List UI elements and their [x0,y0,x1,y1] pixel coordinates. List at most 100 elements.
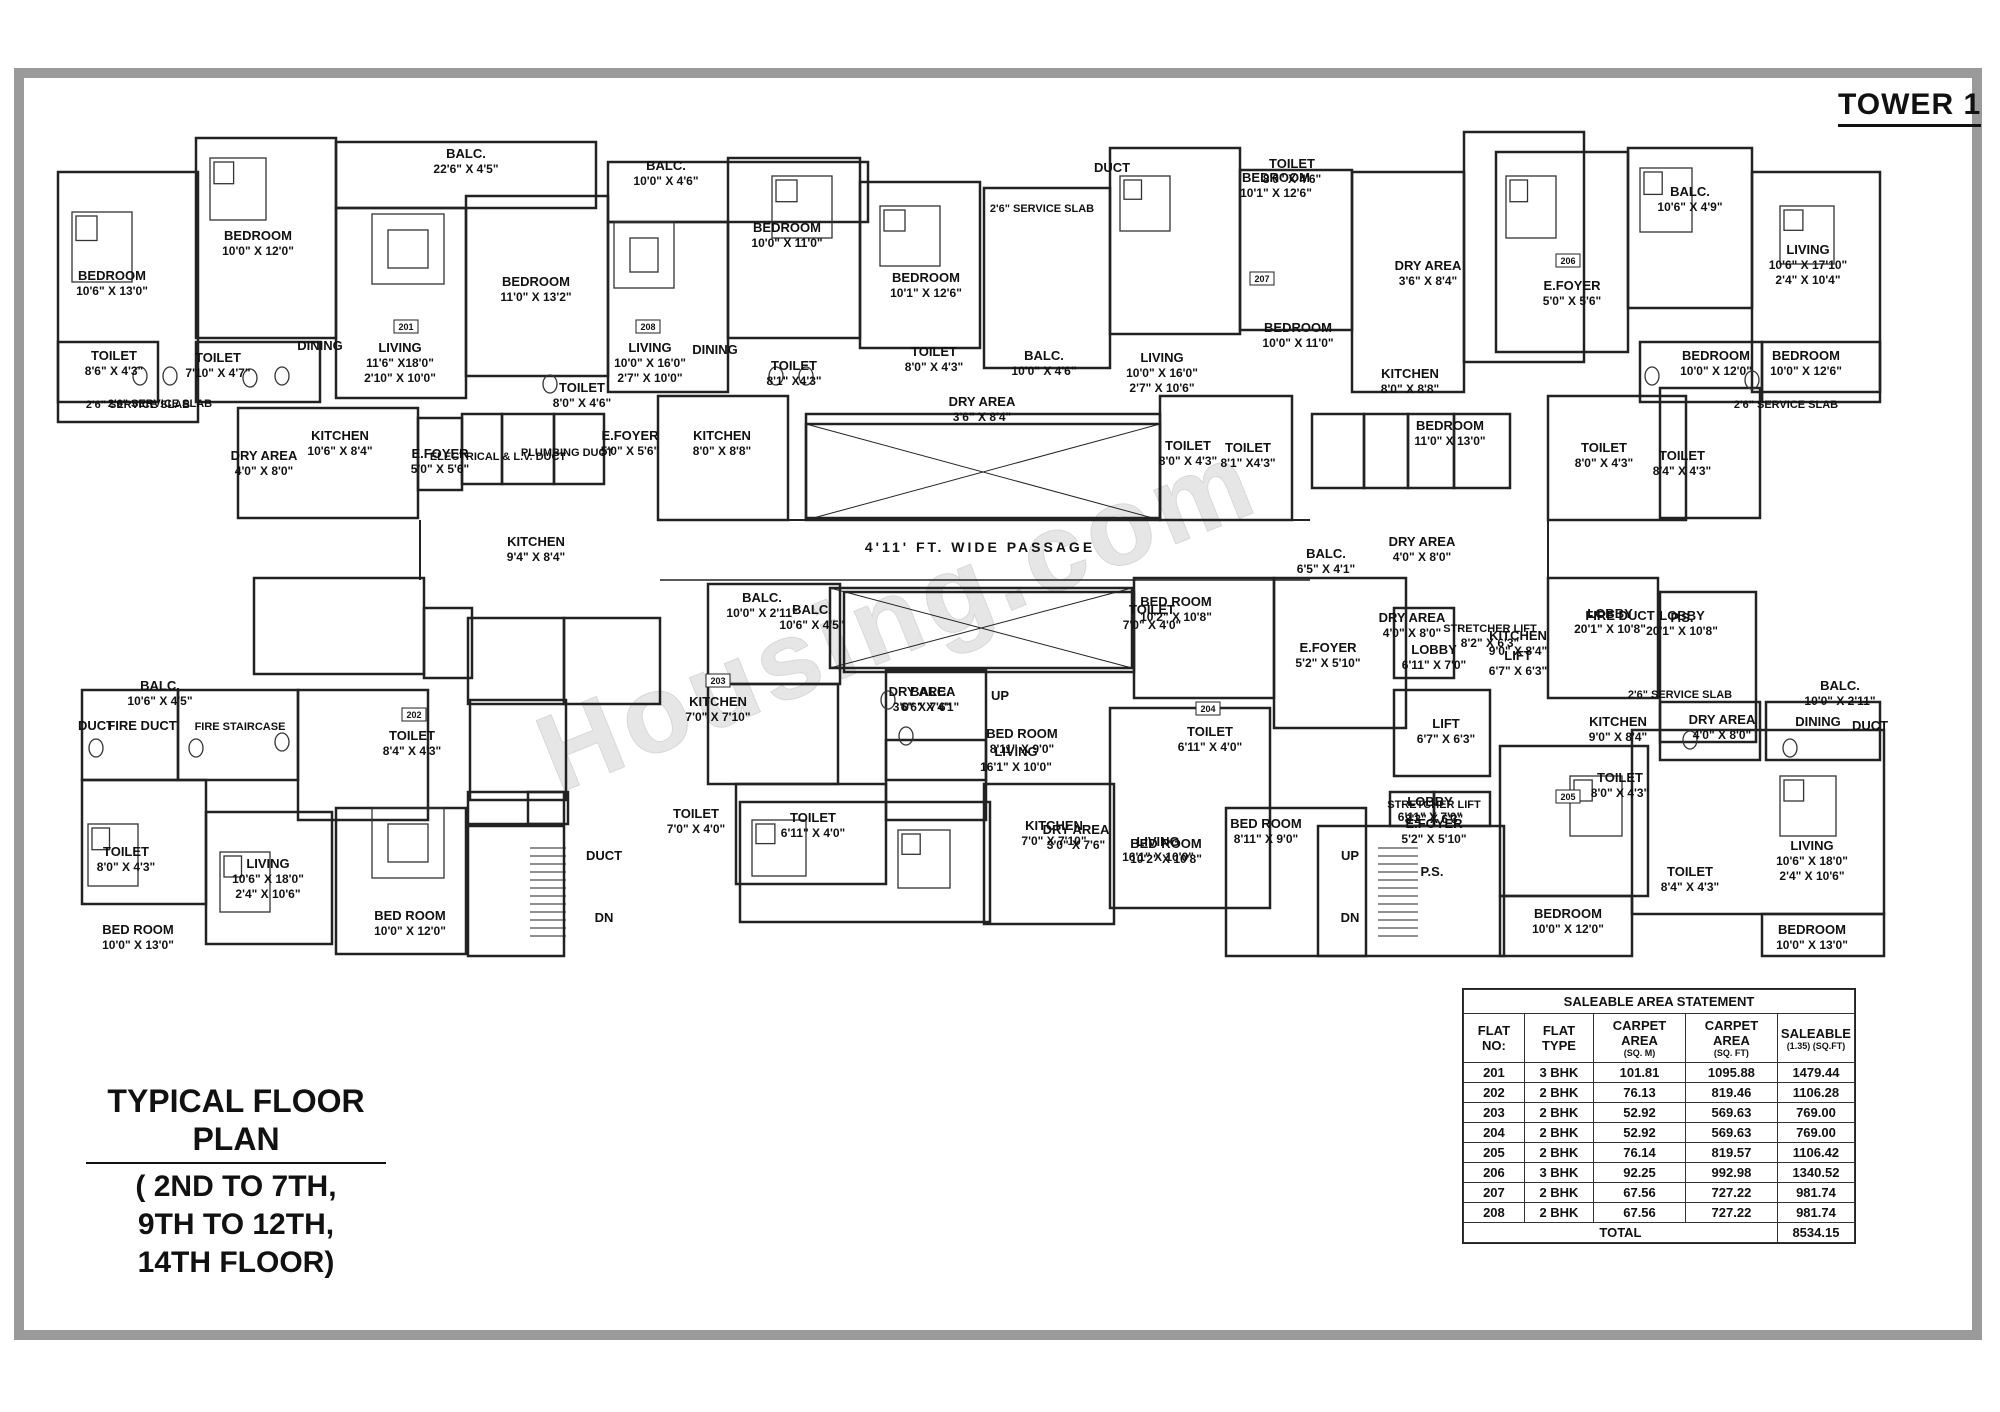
room-name: DRY AREA [1395,258,1462,273]
room-name: TOILET [1187,724,1233,739]
pillow-icon [1783,779,1805,802]
room-dimension: 10'0" X 12'6" [1770,364,1842,378]
tower-label: TOWER 1 [1838,88,1982,127]
room-dimension: 6'7" X 6'3" [1489,664,1547,678]
bed-icon [71,211,133,283]
wall [1630,728,1886,916]
room-dimension: 10'6" X 13'0" [76,284,148,298]
wall [194,340,322,404]
room-dimension: 22'6" X 4'5" [433,162,498,176]
room-dimension: 5'2" X 5'10" [1295,656,1360,670]
room-label: BALC.10'0" X 2'11" [726,590,797,620]
wall [1638,340,1764,404]
table-cell: 2 BHK [1523,1182,1595,1203]
room-dimension: 8'1" X4'3" [766,374,821,388]
table-cell: 3 BHK [1523,1062,1595,1083]
wall [1546,394,1688,522]
table-cell: 727.22 [1684,1202,1778,1223]
room-dimension: 5'2" X 5'10" [1401,832,1466,846]
floor-plan-title: TYPICAL FLOOR PLAN ( 2ND TO 7TH, 9TH TO … [86,1082,386,1282]
wall [982,782,1116,926]
room-dimension: 5'0" X 5'6" [1543,294,1601,308]
room-name: LOBBY [1587,606,1633,621]
table-cell: 727.22 [1684,1182,1778,1203]
room-name: LIFT [1504,648,1531,663]
room-name: TOILET [1581,440,1627,455]
room-name: TOILET [771,358,817,373]
table-total-row: TOTAL 8534.15 [1463,1222,1856,1243]
sofa-icon [371,807,445,879]
room-dimension: 8'0" X 4'3" [97,860,155,874]
room-name: KITCHEN [1489,628,1547,643]
total-value: 8534.15 [1776,1222,1856,1243]
room-name: TOILET [1129,602,1175,617]
room-dimension: 9'0" X 8'4" [1489,644,1547,658]
room-label: FIRE DUCT [1585,608,1654,623]
room-name: BEDROOM [1772,348,1840,363]
pillow-icon [1509,179,1529,203]
room-dimension: 10'0" X 12'0" [1680,364,1752,378]
room-dimension: 3'6" X 8'4" [1399,274,1457,288]
flat-number-box [705,673,731,688]
wall [56,340,160,404]
room-label: 2'6" SERVICE SLAB [1628,689,1732,701]
room-name: DN [595,910,614,925]
toilet-icon [1644,366,1660,386]
room-dimension: 5'0" X 5'6" [411,462,469,476]
bed-icon [219,851,271,913]
room-label: DINING [1795,714,1841,729]
room-name: 2'6" SERVICE SLAB [1734,399,1838,411]
flat-number: 203 [710,676,725,686]
flat-number: 208 [640,322,655,332]
table-cell: 204 [1463,1122,1525,1143]
room-dimension: 10'0" X 12'0" [222,244,294,258]
wall [466,790,566,826]
room-dimension: 7'0" X 7'10" [1021,834,1086,848]
wall [1224,806,1368,958]
room-name: UP [991,688,1009,703]
room-dimension: 8'6" X 4'3" [85,364,143,378]
toilet-icon [274,732,290,752]
room-dimension: 4'0" X 8'0" [235,464,293,478]
wall [1392,606,1456,680]
wall [982,186,1112,370]
room-dimension: 10'6" X 8'4" [307,444,372,458]
room-name: E.FOYER [1405,816,1463,831]
room-name: LIVING [378,340,421,355]
wall [1392,688,1492,778]
wall [1452,412,1512,490]
table-cell: 769.00 [1776,1122,1856,1143]
room-dimension: 8'0" X 4'6" [553,396,611,410]
room-name: LIVING [246,856,289,871]
room-label: 2'6" SERVICE SLAB [990,203,1094,215]
bed-icon [1119,175,1171,232]
table-icon [629,237,659,273]
room-name: TOILET [1597,770,1643,785]
room-name: BEDROOM [1778,922,1846,937]
room-dimension: 8'4" X 4'3" [383,744,441,758]
sofa-icon [371,213,445,285]
room-dimension: 10'0" X 12'0" [1532,922,1604,936]
room-name: DUCT [1094,160,1130,175]
table-caption: SALEABLE AREA STATEMENT [1463,989,1855,1014]
room-label: BALC.10'6" X 4'5" [127,678,192,708]
table-cell: 1095.88 [1684,1062,1778,1083]
room-label: BALC.6'6" X 4'1" [901,684,959,714]
pillow-icon [901,833,921,855]
wall [1316,824,1506,958]
flat-number: 201 [398,322,413,332]
room-dimension: 8'11" X 9'0" [1234,832,1298,846]
table-cell: 67.56 [1593,1182,1686,1203]
room-name: TOILET [103,844,149,859]
